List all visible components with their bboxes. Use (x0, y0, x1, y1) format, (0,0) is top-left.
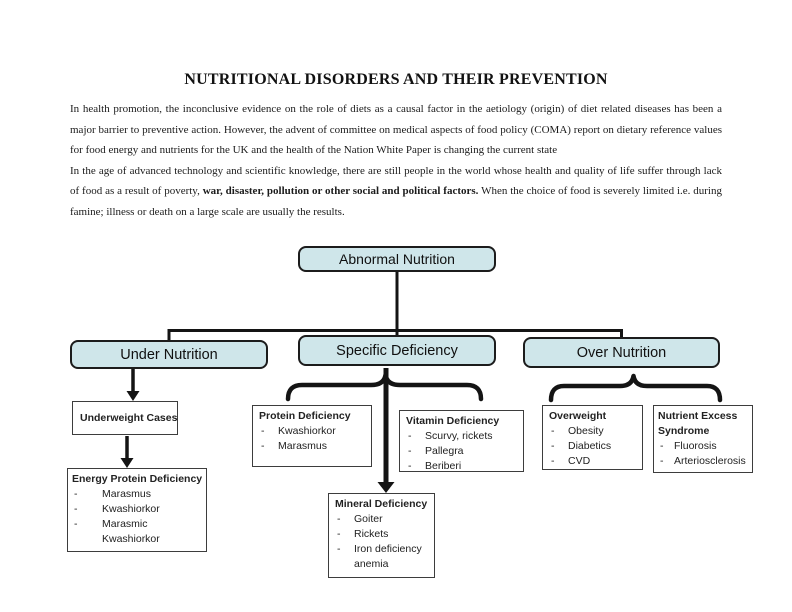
list-item-text: Fluorosis (674, 440, 717, 452)
bullet-dash: - (408, 445, 412, 457)
list-item: -Arteriosclerosis (658, 454, 748, 469)
bullet-dash: - (261, 425, 265, 437)
node-specific-deficiency: Specific Deficiency (298, 335, 496, 366)
list-item-text: Arteriosclerosis (674, 455, 746, 467)
arrowhead-specific-to-mineral (377, 482, 395, 493)
list-item-text: Kwashiorkor (278, 425, 336, 437)
list-item: - CVD (549, 454, 638, 469)
page-title: NUTRITIONAL DISORDERS AND THEIR PREVENTI… (184, 71, 608, 88)
list-item: - Iron deficiency anemia (335, 542, 430, 572)
bullet-dash: - (551, 425, 555, 437)
list-item-text: Pallegra (425, 445, 464, 457)
list-item: - Goiter (335, 512, 430, 527)
list-item-text: Marasmus (278, 440, 328, 452)
box-title: Overweight (549, 410, 607, 422)
box-title: Mineral Deficiency (335, 498, 428, 510)
node-over-nutrition: Over Nutrition (523, 337, 720, 368)
arrowhead-under-to-underweight (126, 391, 140, 401)
node-under-nutrition: Under Nutrition (70, 340, 268, 369)
list-item-text: Rickets (354, 528, 389, 540)
brace-over-nutrition (548, 373, 723, 403)
list-item-text: Marasmus (102, 488, 152, 500)
list-item: - Kwashiorkor (72, 502, 202, 517)
box-title: Energy Protein Deficiency (72, 473, 203, 485)
box-vitamin-deficiency: Vitamin Deficiency - Scurvy, rickets - Pal… (399, 410, 524, 472)
bullet-dash: - (261, 440, 265, 452)
list-item: - Marasmic Kwashiorkor (72, 517, 202, 547)
box-energy-protein-deficiency: Energy Protein Deficiency - Marasmus - Kwa… (67, 468, 207, 552)
bullet-dash: - (337, 513, 341, 525)
box-overweight: Overweight - Obesity - Diabetics - CVD (542, 405, 643, 470)
list-item: - Pallegra (406, 444, 519, 459)
connector-horizontal-bar (167, 329, 623, 342)
list-item: - Kwashiorkor (259, 424, 367, 439)
bullet-dash: - (74, 503, 78, 515)
list-item: - Diabetics (549, 439, 638, 454)
list-item: - Obesity (549, 424, 638, 439)
box-underweight-cases: Underweight Cases (72, 401, 178, 435)
bullet-dash: - (337, 528, 341, 540)
arrowhead-underweight-to-energy (120, 458, 134, 468)
list-item-text: Scurvy, rickets (425, 430, 493, 442)
bullet-dash: - (408, 430, 412, 442)
box-title: Underweight Cases (80, 411, 178, 424)
box-title: Protein Deficiency (259, 410, 351, 422)
bullet-dash: - (660, 440, 664, 452)
list-item: - Rickets (335, 527, 430, 542)
list-item-text: Iron deficiency anemia (354, 543, 422, 570)
bullet-dash: - (660, 455, 664, 467)
paragraph-2-end: When the choice of food is severely limi… (70, 185, 722, 218)
box-title: Nutrient Excess Syndrome (658, 410, 738, 437)
bullet-dash: - (74, 488, 78, 500)
paragraph-2: In the age of advanced technology and sc… (70, 161, 722, 223)
paragraph-2-start: In the age of advanced technology and sc… (70, 164, 722, 198)
bullet-dash: - (551, 440, 555, 452)
brace-specific-deficiency (285, 372, 484, 402)
list-item-text: CVD (568, 455, 591, 467)
list-item: - Beriberi (406, 459, 519, 474)
list-item-text: Diabetics (568, 440, 612, 452)
box-mineral-deficiency: Mineral Deficiency - Goiter - Rickets - Iro… (328, 493, 435, 578)
list-item: - Scurvy, rickets (406, 429, 519, 444)
box-protein-deficiency: Protein Deficiency - Kwashiorkor - Marasmu… (252, 405, 372, 467)
list-item: -Fluorosis (658, 439, 748, 454)
list-item: - Marasmus (259, 439, 367, 454)
bullet-dash: - (337, 543, 341, 555)
box-title: Vitamin Deficiency (406, 415, 500, 427)
list-item: - Marasmus (72, 487, 202, 502)
node-abnormal-nutrition: Abnormal Nutrition (298, 246, 496, 272)
bullet-dash: - (74, 518, 78, 530)
box-nutrient-excess-syndrome: Nutrient Excess Syndrome -Fluorosis -Art… (653, 405, 753, 473)
list-item-text: Obesity (568, 425, 604, 437)
list-item-text: Beriberi (425, 460, 462, 472)
list-item-text: Goiter (354, 513, 383, 525)
body-text: In health promotion, the inconclusive ev… (70, 99, 722, 222)
paragraph-1: In health promotion, the inconclusive ev… (70, 103, 722, 156)
paragraph-2-bold: war, disaster, pollution or other social… (202, 185, 479, 197)
list-item-text: Marasmic Kwashiorkor (102, 518, 160, 545)
list-item-text: Kwashiorkor (102, 503, 160, 515)
bullet-dash: - (408, 460, 412, 472)
bullet-dash: - (551, 455, 555, 467)
